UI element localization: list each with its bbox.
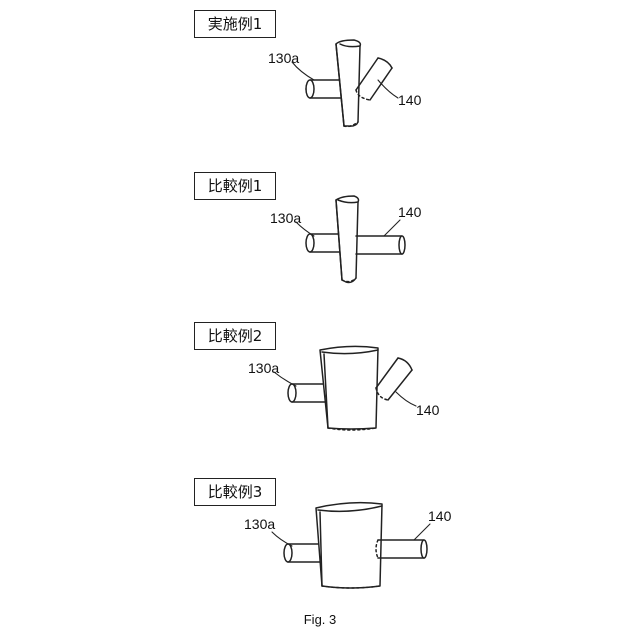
panel-3-assembly bbox=[274, 346, 416, 430]
panel-2-wire-140 bbox=[356, 236, 405, 254]
panel-3-sleeve bbox=[320, 346, 378, 430]
panel-4-sleeve bbox=[316, 503, 382, 588]
panel-2-sleeve bbox=[336, 196, 359, 283]
panel-4-wire-130a bbox=[284, 544, 322, 562]
panel-3-wire-140 bbox=[376, 358, 412, 400]
panel-3-wire-130a bbox=[288, 384, 326, 402]
panel-4-wire-140 bbox=[376, 540, 427, 558]
panel-4-assembly bbox=[272, 503, 430, 588]
panel-1-sleeve bbox=[336, 40, 360, 127]
panel-1-assembly bbox=[292, 40, 398, 127]
panel-2-assembly bbox=[296, 196, 405, 283]
figure-caption: Fig. 3 bbox=[0, 612, 640, 627]
panel-1-wire-140 bbox=[356, 58, 392, 100]
